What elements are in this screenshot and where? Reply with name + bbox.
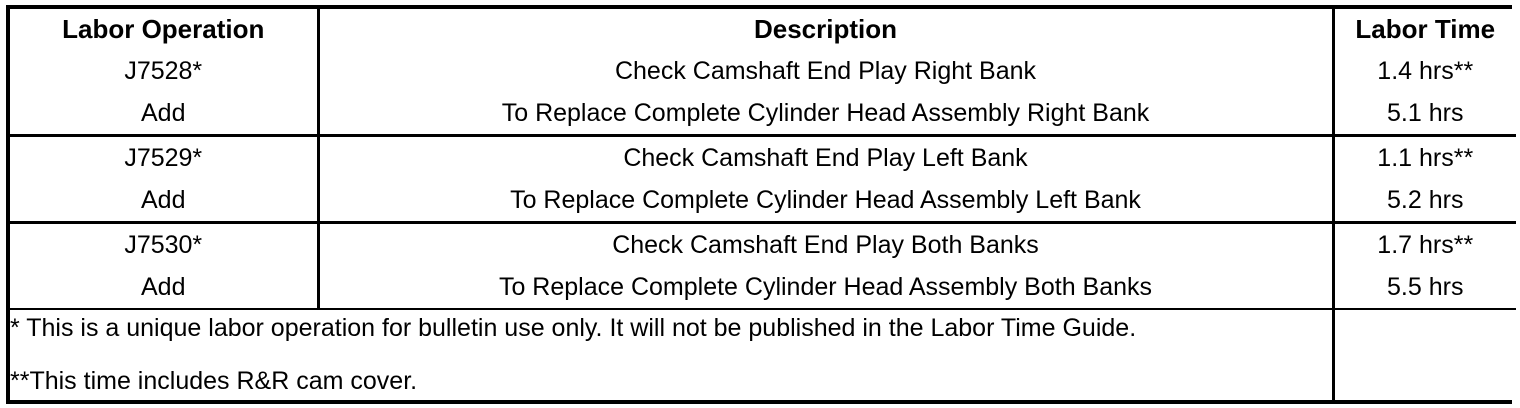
column-header-labor-time: Labor Time (1333, 9, 1516, 50)
footnote-labor-time-empty-cell (1333, 309, 1516, 400)
cell-labor-time: 5.2 hrs (1333, 179, 1516, 224)
cell-labor-operation: J7530* (10, 222, 320, 266)
table-row: Add To Replace Complete Cylinder Head As… (10, 266, 1516, 310)
column-header-description: Description (318, 9, 1335, 50)
cell-labor-time: 1.4 hrs** (1333, 50, 1516, 92)
cell-labor-time: 5.1 hrs (1333, 92, 1516, 137)
column-header-labor-operation: Labor Operation (10, 9, 320, 50)
labor-operation-table: Labor Operation Description Labor Time J… (10, 9, 1516, 400)
footnote-line-single-asterisk: * This is a unique labor operation for b… (10, 314, 1137, 342)
cell-labor-operation: J7528* (10, 50, 320, 92)
cell-labor-time: 1.1 hrs** (1333, 135, 1516, 179)
table-row: J7529* Check Camshaft End Play Left Bank… (10, 135, 1516, 179)
footnote-spacer (10, 342, 1332, 368)
cell-labor-operation: Add (10, 179, 320, 224)
footnote-row: * This is a unique labor operation for b… (10, 309, 1516, 400)
table-row: J7528* Check Camshaft End Play Right Ban… (10, 50, 1516, 92)
table-header: Labor Operation Description Labor Time (10, 9, 1516, 50)
cell-description: To Replace Complete Cylinder Head Assemb… (318, 179, 1335, 224)
cell-description: Check Camshaft End Play Right Bank (318, 50, 1335, 92)
cell-labor-operation: Add (10, 266, 320, 310)
footnote-text-block: * This is a unique labor operation for b… (10, 309, 1335, 400)
cell-labor-operation: J7529* (10, 135, 320, 179)
table-row: Add To Replace Complete Cylinder Head As… (10, 92, 1516, 137)
table-row: J7530* Check Camshaft End Play Both Bank… (10, 222, 1516, 266)
cell-description: To Replace Complete Cylinder Head Assemb… (318, 266, 1335, 310)
table-outer-frame: Labor Operation Description Labor Time J… (6, 5, 1516, 404)
cell-description: To Replace Complete Cylinder Head Assemb… (318, 92, 1335, 137)
cell-description: Check Camshaft End Play Left Bank (318, 135, 1335, 179)
table-body: J7528* Check Camshaft End Play Right Ban… (10, 50, 1516, 400)
footnote-line-double-asterisk: **This time includes R&R cam cover. (10, 367, 418, 395)
cell-labor-time: 5.5 hrs (1333, 266, 1516, 310)
header-row: Labor Operation Description Labor Time (10, 9, 1516, 50)
cell-description: Check Camshaft End Play Both Banks (318, 222, 1335, 266)
cell-labor-operation: Add (10, 92, 320, 137)
table-row: Add To Replace Complete Cylinder Head As… (10, 179, 1516, 224)
cell-labor-time: 1.7 hrs** (1333, 222, 1516, 266)
